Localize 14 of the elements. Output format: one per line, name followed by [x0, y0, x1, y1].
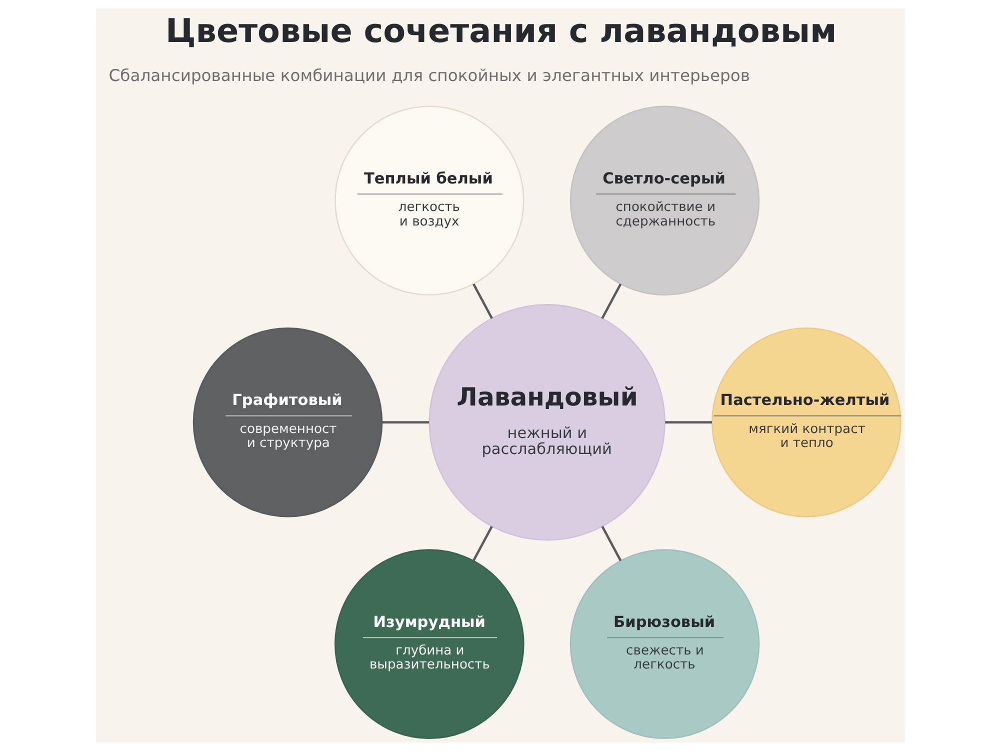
connector [382, 421, 429, 424]
connector [472, 284, 492, 319]
connector [600, 526, 622, 562]
connector [472, 526, 492, 562]
node-circle: Теплый белый легкость и воздух [334, 106, 524, 296]
label: Сбалансированные комбинации для спокойных и элегантных интерьеров [108, 66, 750, 85]
connector [600, 284, 622, 319]
node-circle: Бирюзовый свежесть и легкость [569, 549, 760, 739]
node-circle: Светло-серый спокойствие и сдержанность [569, 106, 760, 296]
node-circle: Графитовый современност и структура [192, 327, 382, 518]
connector [664, 421, 712, 424]
node-circle: Лавандовый нежный и расслабляющий [428, 304, 665, 541]
diagram-title: Цветовые сочетания с лавандовым [164, 12, 836, 50]
node-circle: Изумрудный глубина и выразительность [334, 549, 524, 739]
